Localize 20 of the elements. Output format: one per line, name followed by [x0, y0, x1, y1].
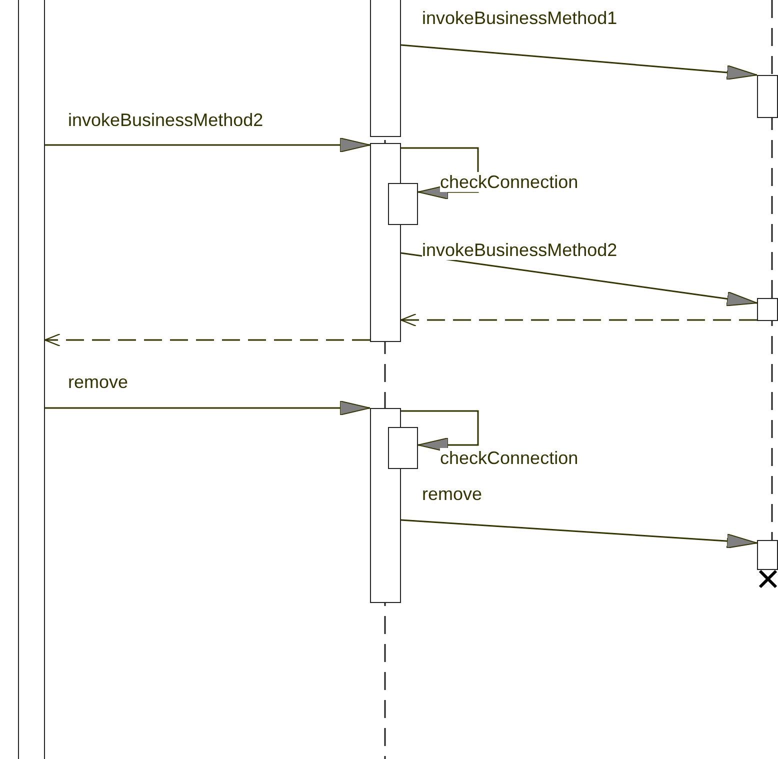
message-arrow: [400, 44, 758, 80]
activation-bar: [757, 298, 778, 321]
message-arrow: [45, 400, 370, 416]
return-arrow: [44, 333, 370, 347]
activation-bar: [388, 427, 418, 469]
message-arrow: [401, 410, 479, 452]
lifeline-bar: [18, 0, 45, 759]
activation-bar: [370, 143, 401, 342]
message-arrow: [400, 519, 758, 549]
activation-bar: [757, 75, 778, 118]
activation-bar: [388, 183, 418, 225]
activation-bar: [370, 408, 401, 603]
return-arrow: [400, 313, 757, 327]
message-arrow: [45, 138, 370, 152]
edge-label: checkConnection: [440, 172, 578, 192]
message-arrow: [401, 147, 479, 200]
message-arrow: [400, 252, 758, 306]
activation-bar: [370, 0, 401, 137]
edge-label: invokeBusinessMethod2: [422, 240, 618, 260]
activation-bar: [757, 540, 778, 570]
